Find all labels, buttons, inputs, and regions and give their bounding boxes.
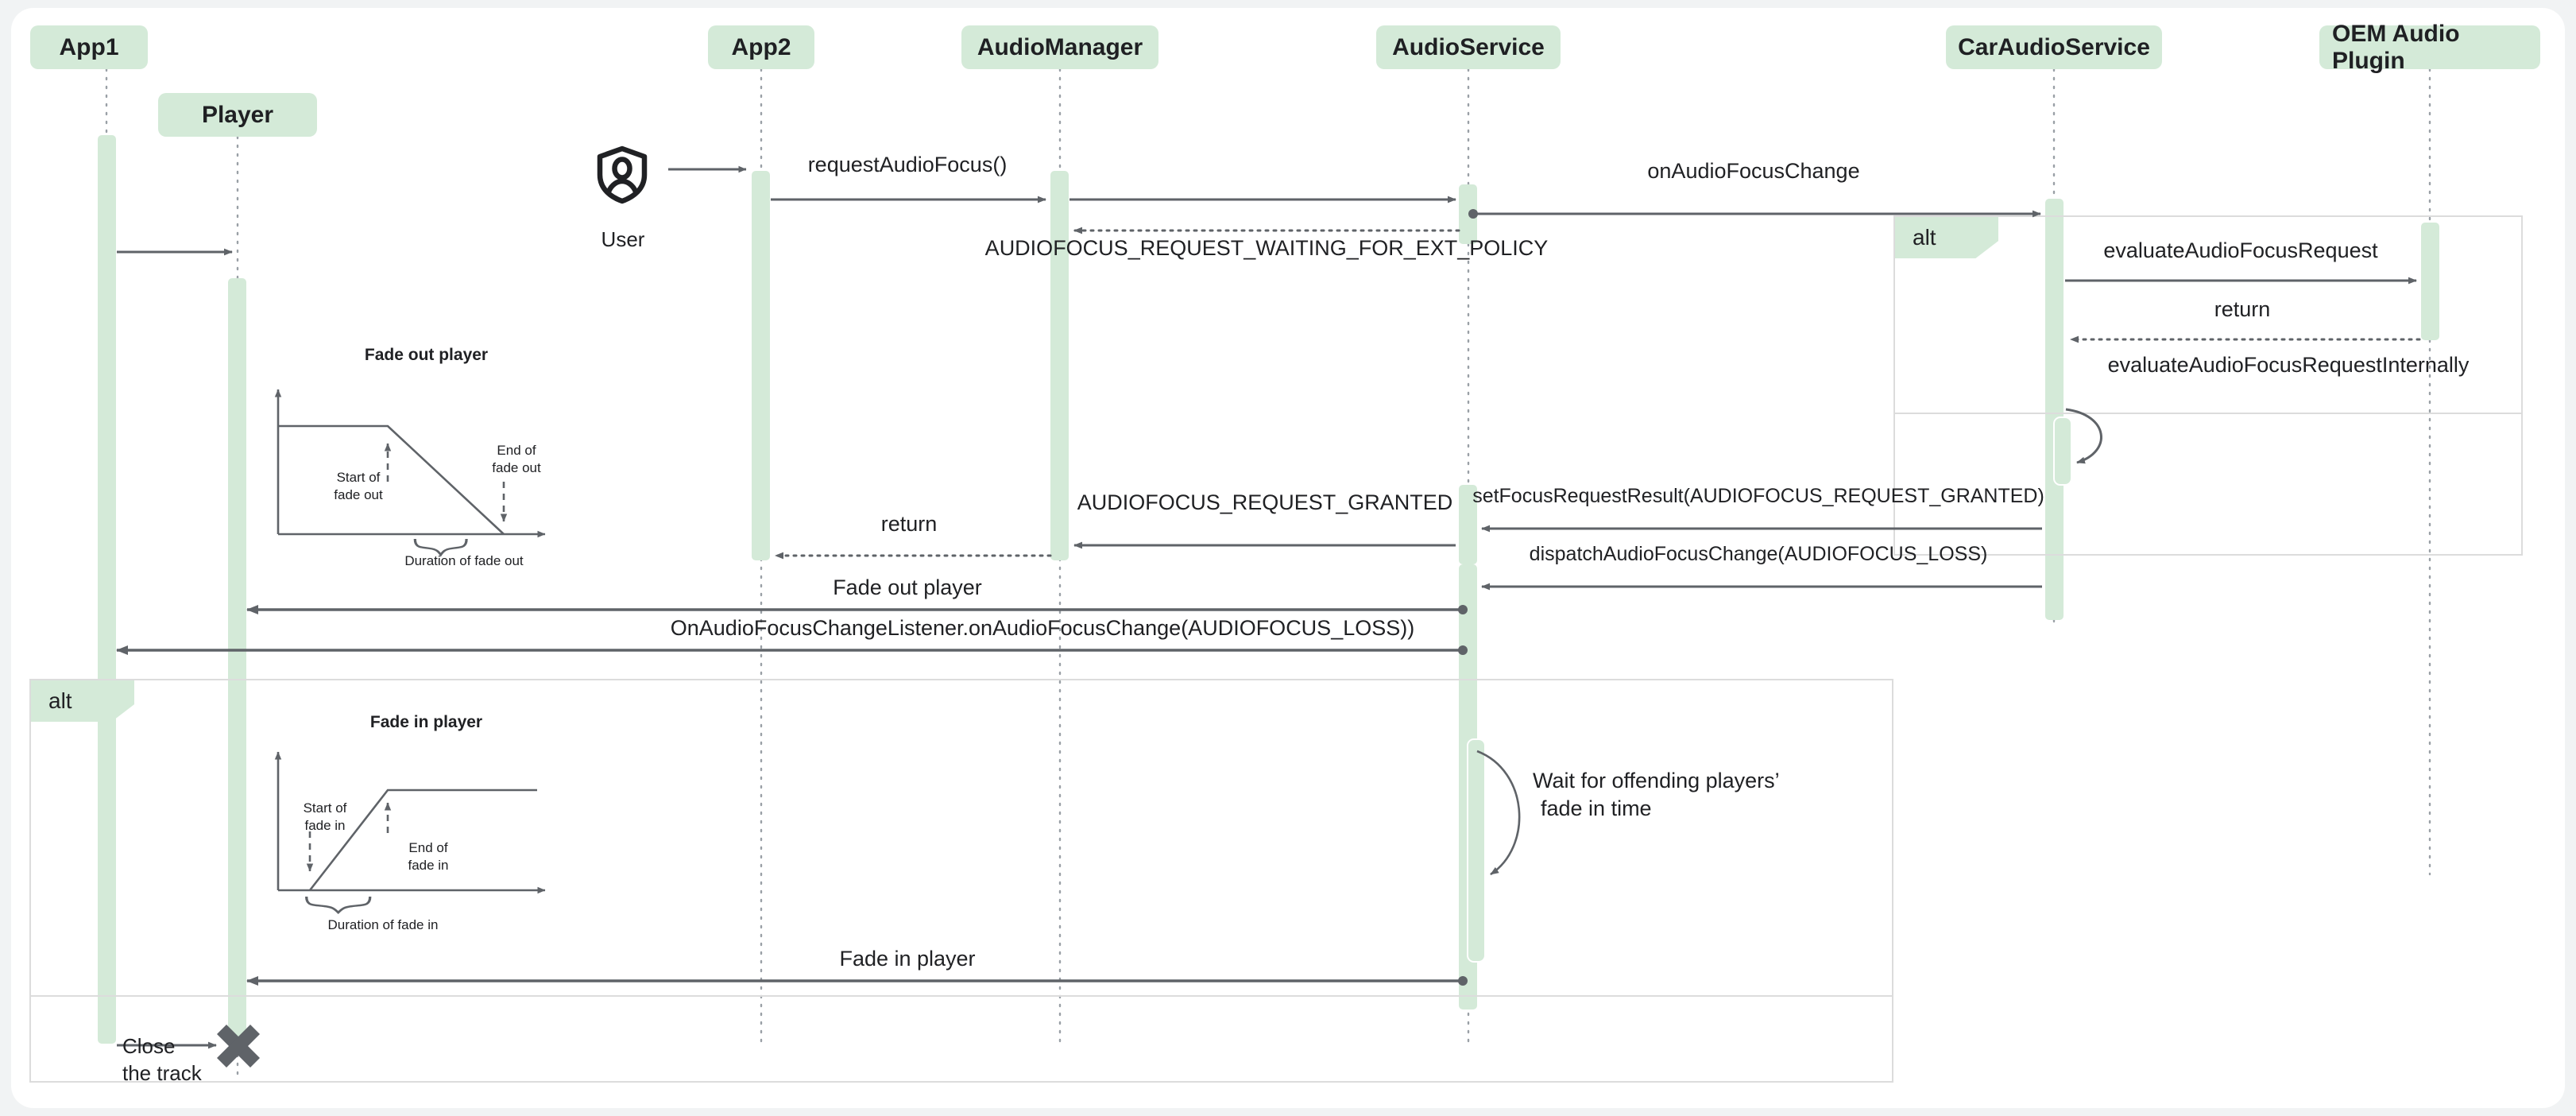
message-arrows [116, 165, 2421, 1068]
inset-fade-in-title: Fade in player [369, 713, 483, 731]
label-onaudiofocuschangelistener: OnAudioFocusChangeListener.onAudioFocusC… [670, 616, 1415, 640]
inset-fade-out-end-label: End of fade out [465, 442, 568, 477]
fade-out-end-l2: fade out [492, 459, 541, 475]
fade-in-chart [274, 751, 546, 915]
activation-audioservice-wait [1467, 738, 1486, 963]
actor-oemplugin[interactable]: OEM Audio Plugin [2319, 21, 2540, 74]
actor-app1[interactable]: App1 [30, 25, 148, 69]
activation-caraudioservice [2045, 199, 2064, 620]
activation-player [228, 278, 246, 1041]
label-evaluateaudiofocusrequest: evaluateAudioFocusRequest [2103, 238, 2378, 262]
inset-fade-in-duration-label: Duration of fade in [327, 917, 439, 932]
fragment-alt-left [29, 679, 1893, 1083]
activation-app2 [752, 171, 770, 560]
activation-caraudioservice-self [2053, 417, 2072, 486]
arrow-wait-fade-in-self [1476, 750, 1521, 876]
label-audiomanager-return: return [880, 512, 938, 536]
fade-in-start-l2: fade in [304, 817, 346, 833]
note-close-line2: the track [122, 1060, 202, 1085]
fragment-tag-alt-right: alt [1895, 217, 1998, 258]
activation-audioservice-1 [1459, 184, 1477, 244]
label-waiting-for-ext-policy: AUDIOFOCUS_REQUEST_WAITING_FOR_EXT_POLIC… [984, 236, 1549, 260]
activation-audioservice-2 [1459, 485, 1477, 564]
label-evaluate-internally: evaluateAudioFocusRequestInternally [2107, 353, 2470, 377]
inset-fade-out-duration-label: Duration of fade out [404, 553, 524, 568]
note-close-the-track: Close the track [122, 1033, 202, 1087]
inset-fade-in-end-label: End of fade in [377, 839, 480, 874]
fragment-tag-alt-left: alt [31, 680, 134, 722]
user-label: User [601, 227, 645, 251]
inset-fade-in-start-label: Start of fade in [273, 800, 377, 835]
fragment-alt-right [1893, 215, 2523, 556]
diagram-vector-layer [29, 68, 2523, 1083]
diagram-canvas: App1 Player App2 AudioManager AudioServi… [11, 8, 2565, 1108]
inset-fade-out-title: Fade out player [364, 346, 489, 364]
note-close-line1: Close [122, 1034, 176, 1058]
fade-out-chart [274, 389, 546, 557]
destroy-x-icon [216, 1024, 261, 1068]
note-wait-fade-in: Wait for offending players’ fade in time [1533, 767, 1780, 823]
fade-out-start-l2: fade out [334, 486, 383, 502]
fade-in-start-l1: Start of [303, 800, 347, 816]
arrow-evaluate-internally-self [2065, 408, 2102, 464]
user-shield-icon [597, 145, 648, 204]
actor-audioservice[interactable]: AudioService [1376, 25, 1561, 69]
activation-oemplugin [2421, 223, 2439, 340]
fade-out-start-l1: Start of [336, 470, 381, 485]
actor-audiomanager[interactable]: AudioManager [961, 25, 1158, 69]
label-setfocusrequestresult: setFocusRequestResult(AUDIOFOCUS_REQUEST… [1472, 485, 2044, 507]
label-audiofocus-request-granted: AUDIOFOCUS_REQUEST_GRANTED [1077, 490, 1453, 514]
actor-app2[interactable]: App2 [708, 25, 814, 69]
activation-bars [98, 135, 2439, 1044]
note-wait-fade-in-line1: Wait for offending players’ [1533, 769, 1780, 792]
label-oem-return: return [2214, 297, 2271, 321]
label-fade-out-player: Fade out player [833, 575, 982, 599]
fade-in-end-l1: End of [408, 840, 448, 855]
activation-app1 [98, 135, 116, 1044]
label-requestaudiofocus: requestAudioFocus() [807, 153, 1008, 176]
label-dispatchaudiofocuschange: dispatchAudioFocusChange(AUDIOFOCUS_LOSS… [1529, 543, 1988, 565]
inset-fade-out-start-label: Start of fade out [307, 469, 410, 504]
actor-caraudioservice[interactable]: CarAudioService [1946, 25, 2162, 69]
note-wait-fade-in-line2: fade in time [1541, 796, 1652, 821]
actor-player[interactable]: Player [158, 93, 317, 137]
activation-audiomanager [1050, 171, 1069, 560]
fade-in-end-l2: fade in [408, 857, 449, 873]
label-onaudiofocuschange: onAudioFocusChange [1647, 159, 1860, 183]
label-fade-in-player: Fade in player [839, 947, 976, 971]
fade-out-end-l1: End of [497, 443, 536, 458]
